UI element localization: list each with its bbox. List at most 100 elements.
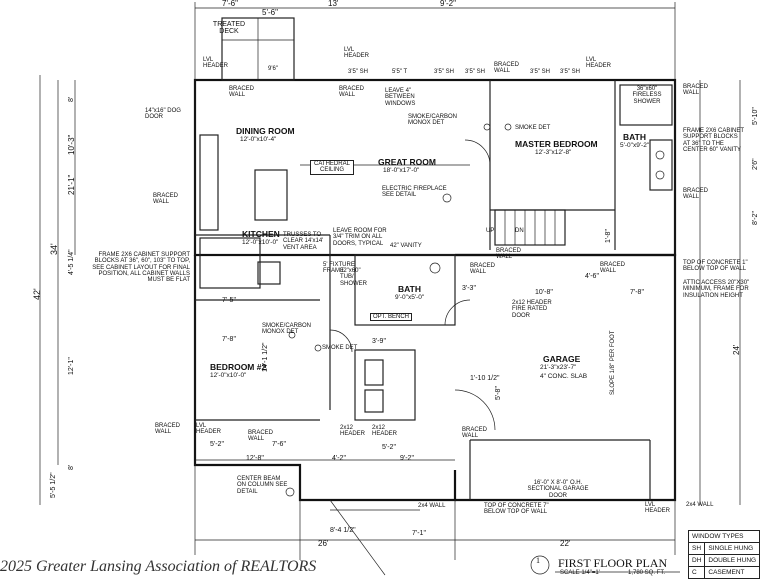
bedroom2-label: BEDROOM #2: [210, 362, 267, 372]
wall-2x4-note: 2x4 WALL: [686, 502, 714, 508]
dim-left-5: 5'-5 1/2": [50, 472, 57, 498]
window-type-name: SINGLE HUNG: [704, 542, 761, 555]
dim-9-6: 9'6": [268, 66, 278, 72]
braced-wall-note: BRACED WALL: [496, 248, 522, 261]
master-bedroom-label: MASTER BEDROOM: [515, 139, 598, 149]
header-2x12-note: 2x12 HEADER: [340, 425, 366, 438]
dim-7-6: 7'-6": [272, 441, 286, 448]
dim-7-5: 7'-5": [222, 297, 236, 304]
dim-9-2: 9'-2": [400, 455, 414, 462]
smoke-det-note-2: SMOKE DET: [322, 345, 358, 351]
lvl-header-note: LVL HEADER: [344, 47, 370, 60]
bath2-walls: [354, 254, 456, 326]
dim-right-8-2: 8'-2": [752, 211, 759, 225]
braced-wall-note: BRACED WALL: [155, 423, 181, 436]
braced-wall-note: BRACED WALL: [339, 86, 365, 99]
door-swing: [454, 389, 496, 431]
range-outline: [257, 261, 281, 285]
dim-7-8: 7'-8": [222, 336, 236, 343]
braced-wall-note: BRACED WALL: [229, 86, 255, 99]
window-type-row: C CASEMENT: [687, 566, 761, 579]
dim-4-6: 4'-6": [585, 273, 599, 280]
dining-room-size: 12'-0"x10'-4": [240, 136, 277, 143]
great-room-size: 18'-0"x17'-0": [383, 167, 420, 174]
dim-5-2: 5'-2": [210, 441, 224, 448]
bath-sink: [429, 262, 441, 274]
dim-5-2b: 5'-2": [382, 444, 396, 451]
electric-fireplace-note: ELECTRIC FIREPLACE SEE DETAIL: [382, 186, 447, 199]
door-swing: [444, 299, 471, 326]
title-callout-circle: [530, 555, 550, 575]
braced-wall-note: BRACED WALL: [462, 427, 488, 440]
window-types-heading: WINDOW TYPES: [687, 530, 761, 543]
center-beam-note: CENTER BEAM ON COLUMN SEE DETAIL: [237, 476, 288, 495]
dim-bottom-22: 22': [560, 539, 571, 548]
garage-door-note: 16'-0" X 8'-0" O.H. SECTIONAL GARAGE DOO…: [527, 480, 589, 499]
frame-cabinet-left-note: FRAME 2X6 CABINET SUPPORT BLOCKS AT 36",…: [92, 252, 190, 284]
smoke-det-marker: [314, 344, 322, 352]
braced-wall-note: BRACED WALL: [683, 84, 709, 97]
window-mark: 3'5" SH: [348, 69, 368, 75]
dim-3-3: 3'-3": [462, 285, 476, 292]
washer-outline: [364, 359, 384, 386]
fixture-frame-note: 5' FIXTURE FRAME: [323, 262, 355, 275]
window-type-row: SH SINGLE HUNG: [687, 542, 761, 555]
garage-slab: 4" CONC. SLAB: [540, 373, 588, 380]
window-mark: 3'5" SH: [530, 69, 550, 75]
title-number: 1: [536, 556, 540, 565]
copyright-watermark: 2025 Greater Lansing Association of REAL…: [0, 558, 317, 575]
garage-label: GARAGE: [543, 354, 581, 364]
smoke-carbon-note-2: SMOKE/CARBON MONOX DET: [262, 323, 312, 336]
dim-left-2: 8': [68, 96, 75, 102]
master-bath-size: 5'-0"x9'-2": [620, 142, 650, 149]
wall-2x4-note: 2x4 WALL: [418, 503, 446, 509]
smoke-carbon-marker: [288, 331, 296, 339]
window-type-name: CASEMENT: [704, 566, 761, 579]
window-mark: 3'5" SH: [560, 69, 580, 75]
center-beam-detail-marker: [285, 487, 295, 497]
window-mark: 5'5" T: [392, 69, 408, 75]
dim-10-8: 10'-8": [535, 289, 553, 296]
dim-top-1: 7'-6": [222, 0, 238, 8]
door-swing: [464, 139, 491, 166]
dim-right-18: 2'6": [752, 158, 759, 170]
treated-deck-note: TREATED DECK: [212, 21, 246, 36]
bath2-size: 9'-0"x5'-0": [395, 294, 425, 301]
dog-door-note: 14"x16" DOG DOOR: [145, 108, 181, 121]
lvl-header-note: LVL HEADER: [645, 502, 671, 515]
dim-14: 14'-1 1/2": [262, 342, 269, 372]
dim-3-9: 3'-9": [372, 338, 386, 345]
smoke-det-marker: [504, 123, 512, 131]
vanity-sink: [655, 150, 665, 160]
cathedral-ceiling-note: CATHEDRAL CEILING: [310, 160, 354, 175]
dim-right-5-10: 5'-10": [752, 107, 759, 125]
dim-left-8: 8': [68, 464, 75, 470]
dryer-outline: [364, 389, 384, 413]
dim-1-8: 1'-8": [605, 229, 612, 243]
window-mark: 3'5" SH: [434, 69, 454, 75]
dim-left-4: 4'-5 1/4": [68, 249, 75, 275]
dim-7-1: 7'-1": [412, 530, 426, 537]
dim-bottom-26: 26': [318, 539, 329, 548]
master-bath-label: BATH: [623, 132, 646, 142]
window-type-code: DH: [687, 554, 706, 567]
leave-windows-note: LEAVE 4" BETWEEN WINDOWS: [385, 88, 416, 107]
dim-5-8: 5'-8": [495, 386, 502, 400]
braced-wall-note: BRACED WALL: [494, 62, 520, 75]
smoke-det-note: SMOKE DET: [515, 125, 551, 131]
braced-wall-note: BRACED WALL: [153, 193, 179, 206]
dining-room-label: DINING ROOM: [236, 126, 295, 136]
dim-right-24: 24': [732, 344, 741, 355]
great-room-label: GREAT ROOM: [378, 157, 436, 167]
top-concrete-note-2: TOP OF CONCRETE 7" BELOW TOP OF WALL: [484, 503, 549, 516]
frame-cabinet-right-note: FRAME 2X6 CABINET SUPPORT BLOCKS AT 36" …: [683, 128, 744, 153]
bath2-label: BATH: [398, 284, 421, 294]
opt-bench-note: OPT. BENCH: [370, 313, 413, 322]
braced-wall-note: BRACED WALL: [248, 430, 274, 443]
bedroom2-size: 12'-0"x10'-0": [210, 372, 247, 379]
vanity-note: 42" VANITY: [390, 243, 422, 249]
dim-left-10: 10'-3": [67, 134, 76, 155]
garage-size: 21'-3"x23'-7": [540, 364, 577, 371]
